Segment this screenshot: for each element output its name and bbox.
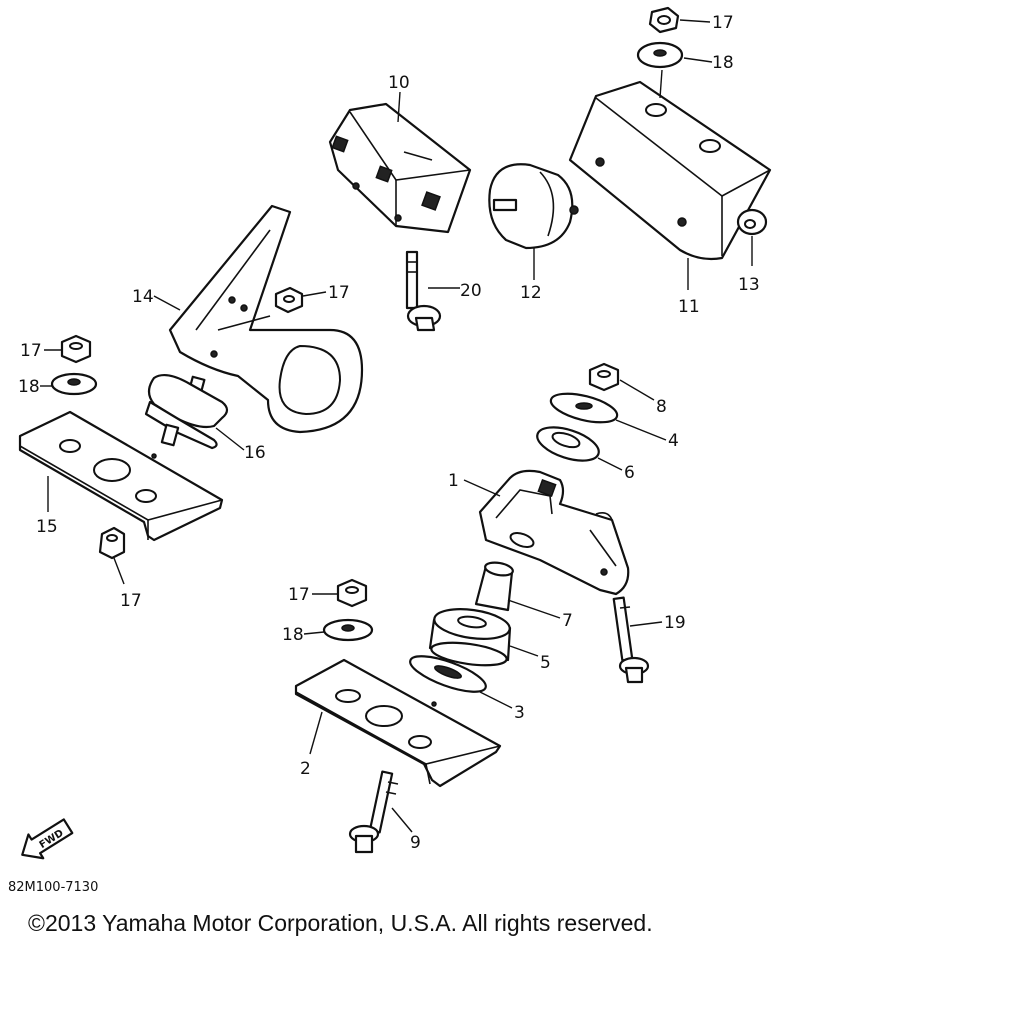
callout-3: 3 xyxy=(514,703,525,723)
part-cover xyxy=(568,80,772,261)
callout-20: 20 xyxy=(460,281,482,301)
callout-5: 5 xyxy=(540,653,551,673)
part-collar-7 xyxy=(474,561,514,612)
fwd-arrow-icon: FWD xyxy=(21,818,74,860)
part-damper-5 xyxy=(428,608,512,667)
part-washer-left xyxy=(50,372,98,396)
callout-17-a: 17 xyxy=(712,13,734,33)
callout-2: 2 xyxy=(300,759,311,779)
callout-18-b: 18 xyxy=(18,377,40,397)
callout-16: 16 xyxy=(244,443,266,463)
part-washer-top-right xyxy=(636,41,684,69)
part-grommet xyxy=(736,208,768,236)
part-bracket-top xyxy=(328,102,472,234)
part-bolt-9 xyxy=(348,770,399,854)
callout-18-a: 18 xyxy=(712,53,734,73)
callout-7: 7 xyxy=(562,611,573,631)
callout-17-b: 17 xyxy=(328,283,350,303)
part-nut-8 xyxy=(588,362,620,392)
part-damper-6 xyxy=(536,426,600,462)
part-damper xyxy=(144,373,229,450)
part-washer-4 xyxy=(549,392,619,424)
part-nut-bracket14 xyxy=(274,286,304,314)
part-bolt-19 xyxy=(612,596,650,684)
part-washer-3 xyxy=(409,655,487,693)
callout-13: 13 xyxy=(738,275,760,295)
callout-17-c: 17 xyxy=(20,341,42,361)
part-plate-2 xyxy=(294,658,502,788)
part-bolt-20 xyxy=(405,250,442,332)
copyright-notice: ©2013 Yamaha Motor Corporation, U.S.A. A… xyxy=(28,910,653,936)
callout-4: 4 xyxy=(668,431,679,451)
callout-15: 15 xyxy=(36,517,58,537)
callout-8: 8 xyxy=(656,397,667,417)
part-nut-plate15 xyxy=(98,526,126,560)
part-nut-left xyxy=(60,334,92,364)
callout-9: 9 xyxy=(410,833,421,853)
callout-19: 19 xyxy=(664,613,686,633)
part-washer-middle xyxy=(322,618,374,642)
callout-14: 14 xyxy=(132,287,154,307)
diagram-reference-number: 82M100-7130 xyxy=(8,880,99,895)
part-plate-left xyxy=(18,410,224,542)
part-bracket-left xyxy=(168,204,364,434)
callout-18-c: 18 xyxy=(282,625,304,645)
part-nut-top-right xyxy=(648,6,680,34)
callout-11: 11 xyxy=(678,297,700,317)
callout-17-d: 17 xyxy=(120,591,142,611)
part-rubber-mount xyxy=(488,163,579,250)
callout-17-e: 17 xyxy=(288,585,310,605)
callout-10: 10 xyxy=(388,73,410,93)
callout-12: 12 xyxy=(520,283,542,303)
callout-6: 6 xyxy=(624,463,635,483)
part-bracket-1 xyxy=(478,469,630,596)
part-nut-middle xyxy=(336,578,368,608)
callout-1: 1 xyxy=(448,471,459,491)
